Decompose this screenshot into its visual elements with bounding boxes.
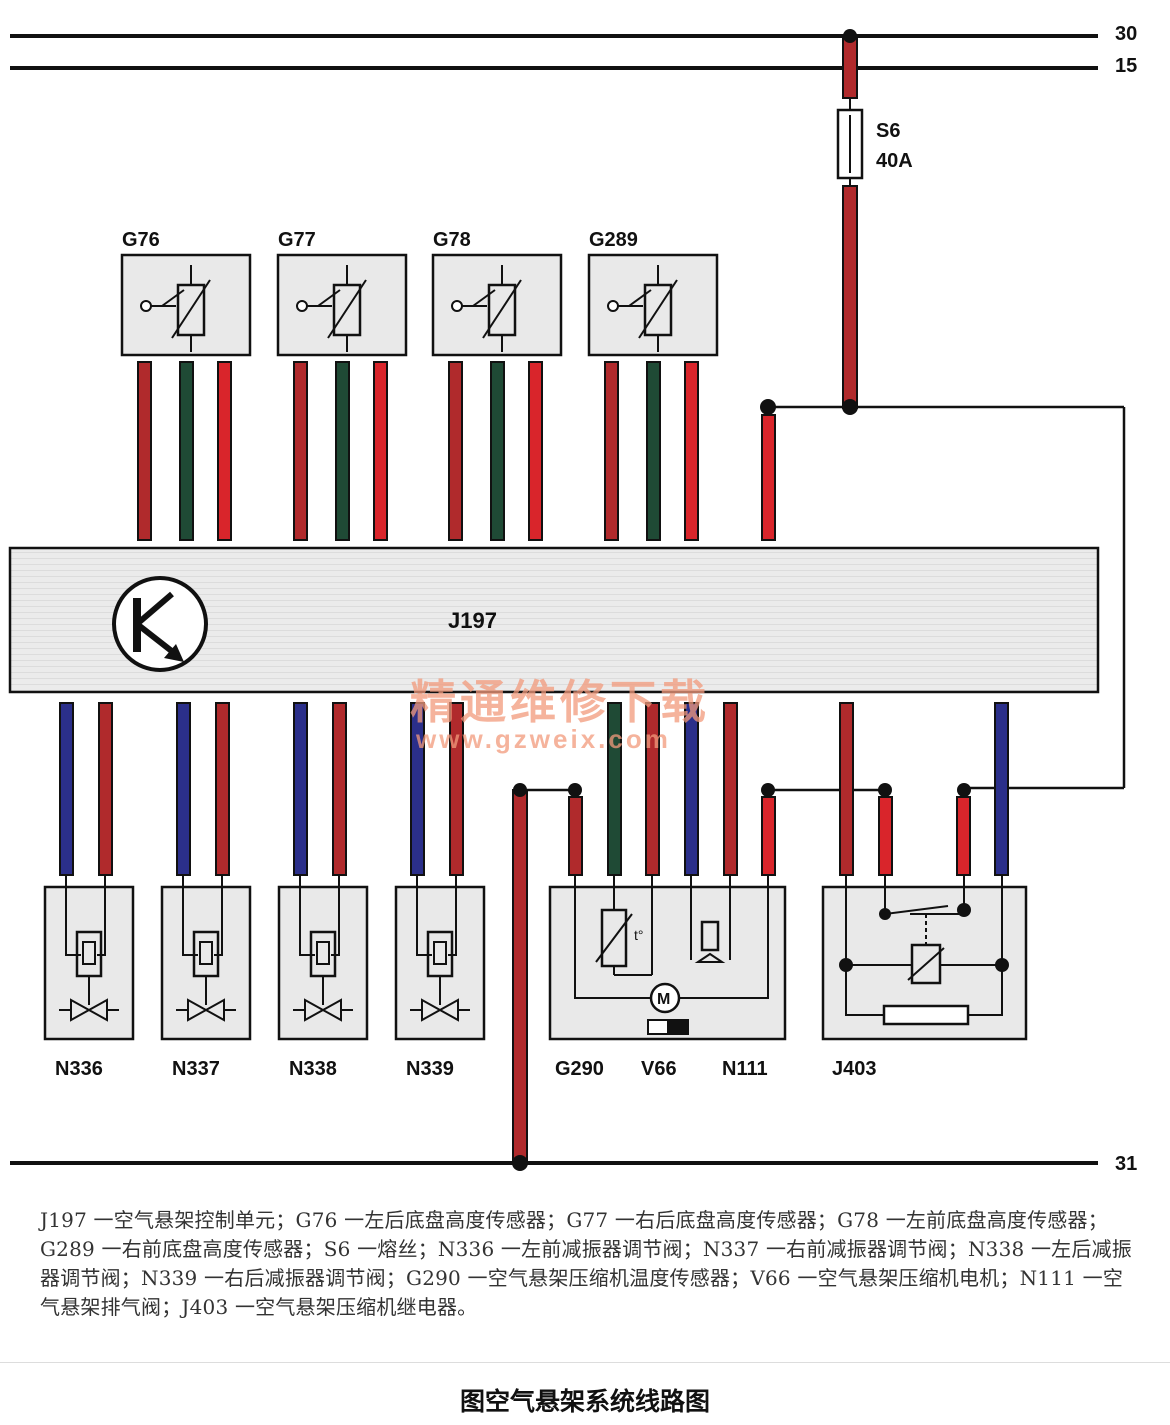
rail-31-label: 31 bbox=[1115, 1153, 1137, 1175]
valve-label: N336 bbox=[55, 1058, 103, 1080]
watermark-url: www.gzweix.com bbox=[415, 724, 671, 754]
svg-text:t°: t° bbox=[634, 927, 644, 943]
label-v66: V66 bbox=[641, 1058, 677, 1080]
rail-30-label: 30 bbox=[1115, 23, 1137, 45]
label-g290: G290 bbox=[555, 1058, 604, 1080]
sensor-wire bbox=[490, 361, 505, 541]
sensor-wire bbox=[448, 361, 463, 541]
sensor-label: G289 bbox=[589, 229, 638, 251]
sensor-label: G77 bbox=[278, 229, 316, 251]
label-j403: J403 bbox=[832, 1058, 877, 1080]
wiring-diagram: 30 15 31 S6 40A G76 G77 G78 G289 bbox=[8, 23, 1137, 1175]
rail-15-label: 15 bbox=[1115, 55, 1137, 77]
sensor-g76: G76 bbox=[120, 229, 252, 541]
rail-15: 15 bbox=[10, 55, 1137, 77]
relay-j403: J403 bbox=[821, 702, 1028, 1080]
sensor-wire bbox=[646, 361, 661, 541]
control-unit-label: J197 bbox=[448, 608, 497, 633]
compressor-group: t° M G290 V66 N111 bbox=[512, 702, 885, 1171]
rail-30: 30 bbox=[10, 23, 1137, 45]
sensor-wire bbox=[528, 361, 543, 541]
legend-text: J197 一空气悬架控制单元；G76 一左后底盘高度传感器；G77 一右后底盘高… bbox=[40, 1208, 1132, 1319]
sensor-wire bbox=[217, 361, 232, 541]
valve-n339: N339 bbox=[394, 702, 486, 1080]
sensor-wire bbox=[179, 361, 194, 541]
fuse-s6: S6 40A bbox=[836, 29, 913, 409]
transistor-icon bbox=[112, 576, 208, 672]
valve-label: N337 bbox=[172, 1058, 220, 1080]
sensor-label: G76 bbox=[122, 229, 160, 251]
valve-label: N338 bbox=[289, 1058, 337, 1080]
watermark-text: 精通维修下载 bbox=[410, 675, 710, 729]
sensor-group: G76 G77 G78 G289 bbox=[120, 229, 719, 541]
valve-group: N336 N337 N338 N339 bbox=[43, 702, 486, 1080]
sensor-wire bbox=[684, 361, 699, 541]
sensor-g78: G78 bbox=[431, 229, 563, 541]
divider bbox=[0, 1362, 1170, 1363]
resistor-icon bbox=[882, 1004, 970, 1026]
svg-text:M: M bbox=[657, 991, 670, 1008]
valve-label: N339 bbox=[406, 1058, 454, 1080]
sensor-label: G78 bbox=[433, 229, 471, 251]
sensor-wire bbox=[373, 361, 388, 541]
motor-icon bbox=[649, 982, 681, 1014]
valve-n337: N337 bbox=[160, 702, 252, 1080]
watermark: 精通维修下载 www.gzweix.com bbox=[410, 675, 710, 754]
sensor-wire bbox=[604, 361, 619, 541]
figure-caption: 图空气悬架系统线路图 bbox=[459, 1387, 710, 1416]
sensor-g289: G289 bbox=[587, 229, 719, 541]
valve-n336: N336 bbox=[43, 702, 135, 1080]
sensor-wire bbox=[137, 361, 152, 541]
sensor-wire bbox=[293, 361, 308, 541]
fuse-rating: 40A bbox=[876, 150, 913, 172]
supply-branch bbox=[760, 399, 1126, 790]
control-unit-j197: J197 bbox=[8, 546, 1100, 694]
sensor-wire bbox=[335, 361, 350, 541]
exhaust-valve-icon bbox=[700, 920, 720, 952]
valve-n338: N338 bbox=[277, 702, 369, 1080]
label-n111: N111 bbox=[722, 1058, 768, 1080]
sensor-g77: G77 bbox=[276, 229, 408, 541]
rail-31: 31 bbox=[10, 1153, 1137, 1175]
fuse-name: S6 bbox=[876, 120, 900, 142]
